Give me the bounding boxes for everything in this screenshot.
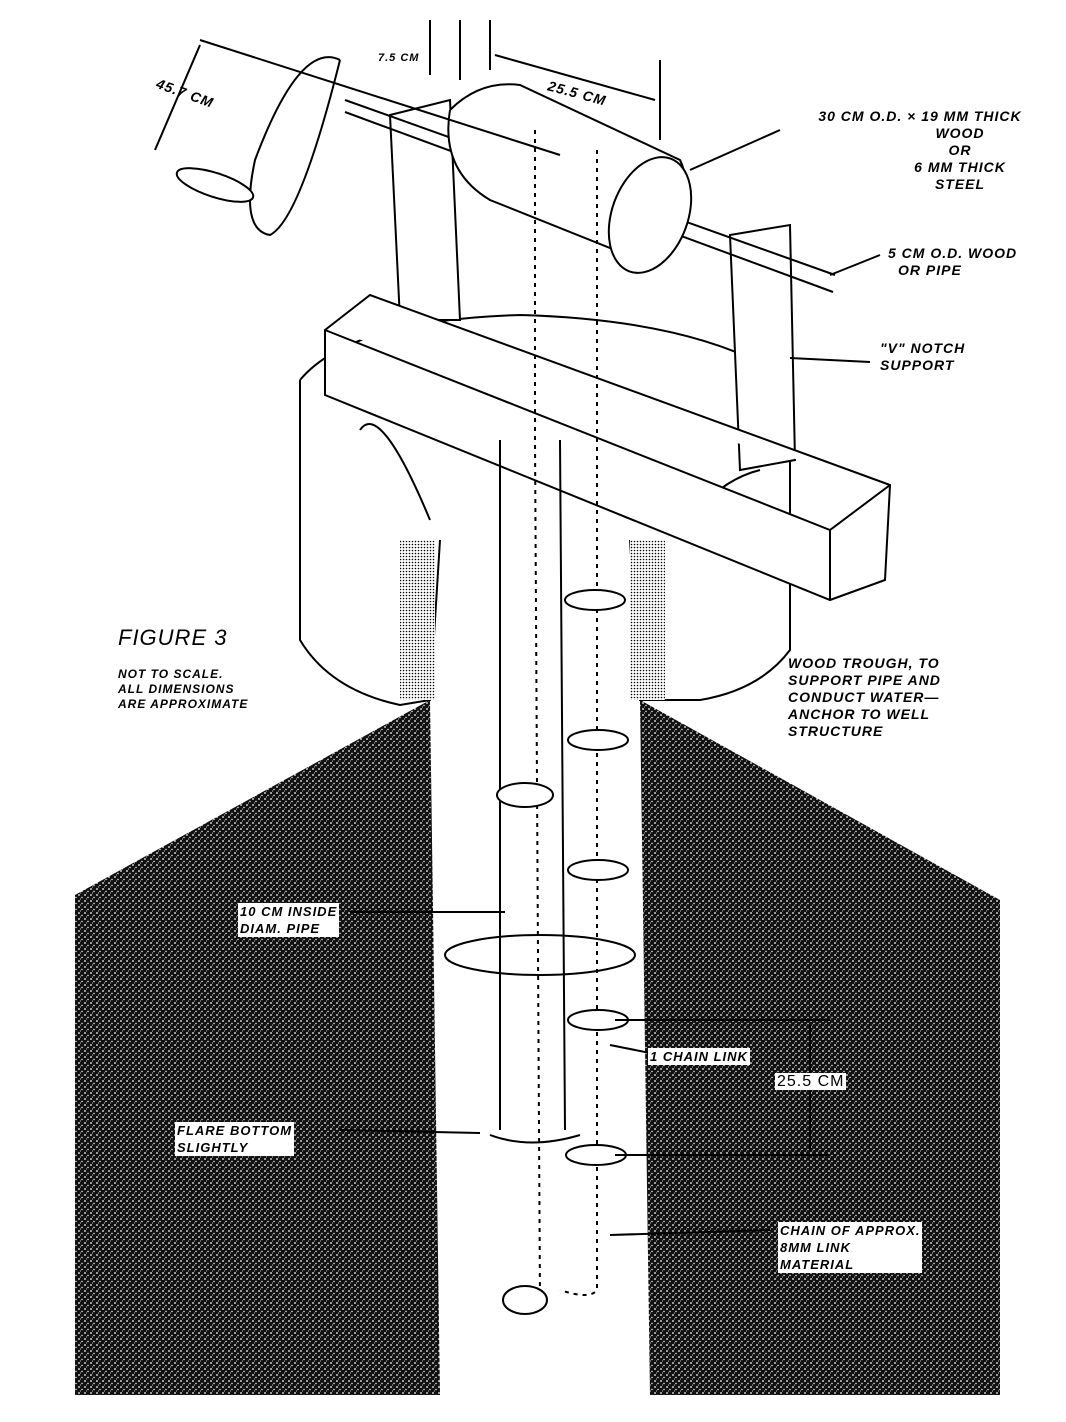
- chain-line: 8MM LINK: [780, 1240, 851, 1255]
- water-ripple: [444, 934, 636, 976]
- ground-left: [75, 700, 440, 1395]
- trough-line: WOOD TROUGH, TO: [788, 655, 940, 671]
- trough-label: WOOD TROUGH, TO SUPPORT PIPE AND CONDUCT…: [788, 655, 941, 740]
- trough-line: STRUCTURE: [788, 723, 884, 739]
- leader-lines: [339, 129, 881, 1236]
- crank-arm: [249, 56, 341, 237]
- chain-link-label: 1 CHAIN LINK: [648, 1048, 750, 1065]
- chain-line: MATERIAL: [780, 1257, 855, 1272]
- dim-crank: [154, 39, 561, 156]
- dim-post-gap-label: 7.5 CM: [378, 52, 420, 64]
- chain-label: CHAIN OF APPROX. 8MM LINK MATERIAL: [778, 1222, 923, 1273]
- figure-title: FIGURE 3: [118, 625, 228, 650]
- chain-line: CHAIN OF APPROX.: [780, 1223, 921, 1238]
- axle-spec-label: 5 CM O.D. WOOD OR PIPE: [888, 245, 1017, 279]
- flare-line: FLARE BOTTOM: [177, 1123, 293, 1138]
- drum-end-disc: [607, 156, 693, 274]
- figure-notes: NOT TO SCALE. ALL DIMENSIONS ARE APPROXI…: [118, 667, 248, 712]
- trough-line: SUPPORT PIPE AND: [788, 672, 941, 688]
- trough: [324, 293, 892, 602]
- flare-label: FLARE BOTTOM SLIGHTLY: [175, 1122, 295, 1156]
- axle-spec-line: OR PIPE: [898, 262, 962, 278]
- figure-note-line: ARE APPROXIMATE: [118, 697, 249, 711]
- chain-discs: [496, 589, 629, 1315]
- axle-spec-line: 5 CM O.D. WOOD: [888, 245, 1018, 261]
- right-post: [728, 223, 797, 472]
- chain: [534, 130, 598, 1301]
- disc-spacing-label: 25.5 CM: [775, 1073, 847, 1090]
- figure-note-line: NOT TO SCALE.: [118, 667, 224, 681]
- well-wall-shade-right: [630, 540, 665, 700]
- dim-top: [429, 20, 661, 140]
- ground-right: [640, 700, 1000, 1395]
- pipe-line: 10 CM INSIDE: [240, 904, 338, 919]
- riser-pipe: [489, 439, 581, 1144]
- left-post: [388, 98, 462, 321]
- figure-note-line: ALL DIMENSIONS: [118, 682, 235, 696]
- well-wall-shade-left: [400, 540, 435, 700]
- notch-support-label: "V" NOTCH SUPPORT: [880, 340, 965, 374]
- trough-line: ANCHOR TO WELL: [788, 706, 931, 722]
- notch-support-line: SUPPORT: [880, 357, 955, 373]
- pipe-line: DIAM. PIPE: [240, 921, 321, 936]
- flare-line: SLIGHTLY: [177, 1140, 249, 1155]
- crank-handle: [175, 167, 255, 203]
- drum-spec-line: WOOD: [935, 125, 985, 141]
- drum-spec-line: 30 CM O.D. × 19 MM THICK: [818, 108, 1022, 124]
- trough-line: CONDUCT WATER—: [788, 689, 940, 705]
- notch-support-line: "V" NOTCH: [880, 340, 966, 356]
- drum-spec-line: OR: [948, 142, 972, 158]
- pipe-label: 10 CM INSIDE DIAM. PIPE: [238, 903, 340, 937]
- drum-spec-line: 6 MM THICK: [914, 159, 1006, 175]
- drum-spec-line: STEEL: [934, 176, 986, 192]
- drum-spec-label: 30 CM O.D. × 19 MM THICK WOOD OR 6 MM TH…: [785, 108, 1055, 193]
